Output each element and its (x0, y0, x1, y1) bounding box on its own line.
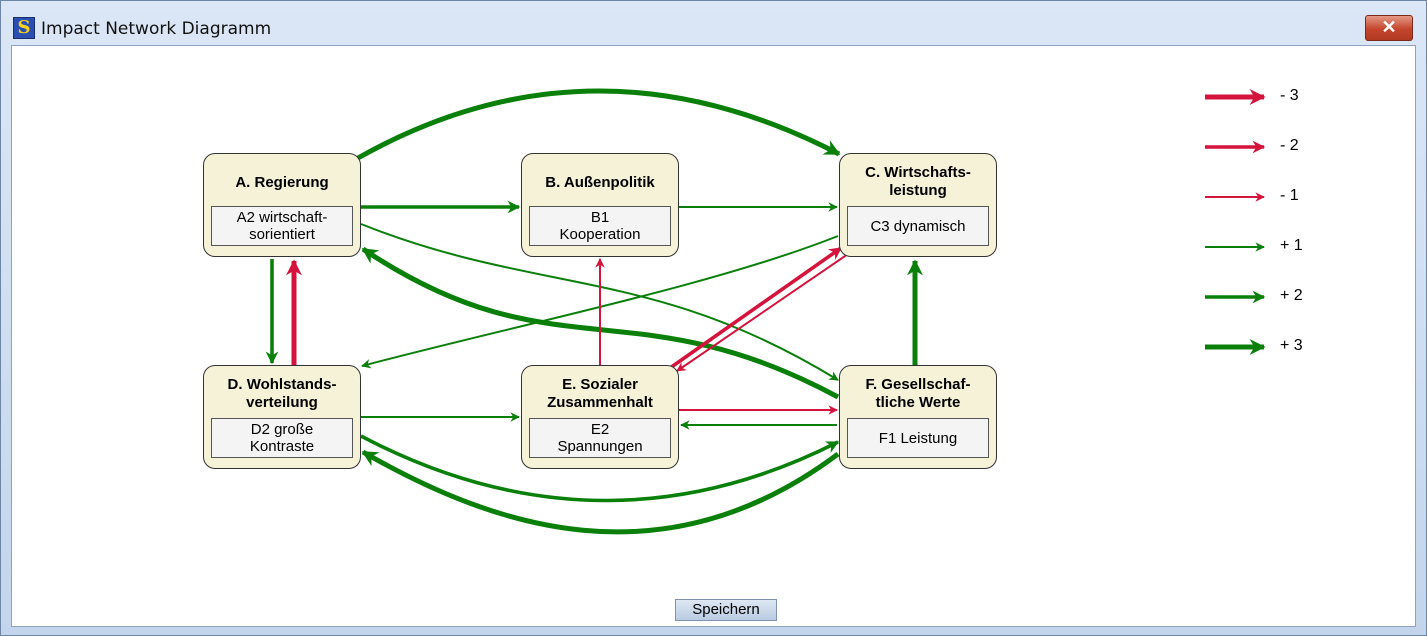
save-button[interactable]: Speichern (675, 599, 777, 621)
node-title: E. Sozialer Zusammenhalt (547, 376, 653, 411)
node-c-wirtschaftsleistung[interactable]: C. Wirtschafts- leistung C3 dynamisch (839, 153, 997, 257)
edge-a-to-f-arrow (360, 223, 839, 381)
node-d-wohlstandsverteilung[interactable]: D. Wohlstands- verteilung D2 große Kontr… (203, 365, 361, 469)
node-f-gesellschaftliche-werte[interactable]: F. Gesellschaf- tliche Werte F1 Leistung (839, 365, 997, 469)
node-state: A2 wirtschaft- sorientiert (211, 206, 353, 246)
edge-e-to-c-arrow (668, 246, 843, 370)
legend-label: - 3 (1280, 87, 1299, 104)
title-bar[interactable]: S Impact Network Diagramm ✕ (1, 1, 1426, 45)
legend-label: + 2 (1280, 287, 1303, 304)
impact-network (265, 88, 1266, 535)
node-state: D2 große Kontraste (211, 418, 353, 458)
node-title: D. Wohlstands- verteilung (227, 376, 337, 411)
node-state: B1 Kooperation (529, 206, 671, 246)
edge-c-to-e-arrow (676, 253, 849, 372)
edge-d-to-f-arrow (360, 434, 840, 503)
edge-f-to-a-arrow (361, 246, 840, 400)
legend-label: + 1 (1280, 237, 1303, 254)
legend-label: + 3 (1280, 337, 1303, 354)
node-state: C3 dynamisch (847, 206, 989, 246)
node-title: A. Regierung (235, 174, 329, 191)
node-title: C. Wirtschafts- leistung (865, 164, 971, 199)
edge-f-to-d-arrow (361, 449, 840, 535)
node-state: F1 Leistung (847, 418, 989, 458)
edge-c-to-d-arrow (361, 235, 839, 369)
window-title: Impact Network Diagramm (41, 19, 272, 39)
node-e-sozialer-zusammenhalt[interactable]: E. Sozialer Zusammenhalt E2 Spannungen (521, 365, 679, 469)
node-a-regierung[interactable]: A. Regierung A2 wirtschaft- sorientiert (203, 153, 361, 257)
node-title: F. Gesellschaf- tliche Werte (865, 376, 971, 411)
app-icon: S (13, 17, 35, 39)
node-state: E2 Spannungen (529, 418, 671, 458)
diagram-canvas: A. Regierung A2 wirtschaft- sorientiert … (11, 45, 1416, 627)
node-title: B. Außenpolitik (545, 174, 655, 191)
node-b-aussenpolitik[interactable]: B. Außenpolitik B1 Kooperation (521, 153, 679, 257)
legend-label: - 1 (1280, 187, 1299, 204)
close-button[interactable]: ✕ (1365, 15, 1413, 41)
legend-label: - 2 (1280, 137, 1299, 154)
edge-a-to-c-arrow (356, 88, 841, 161)
